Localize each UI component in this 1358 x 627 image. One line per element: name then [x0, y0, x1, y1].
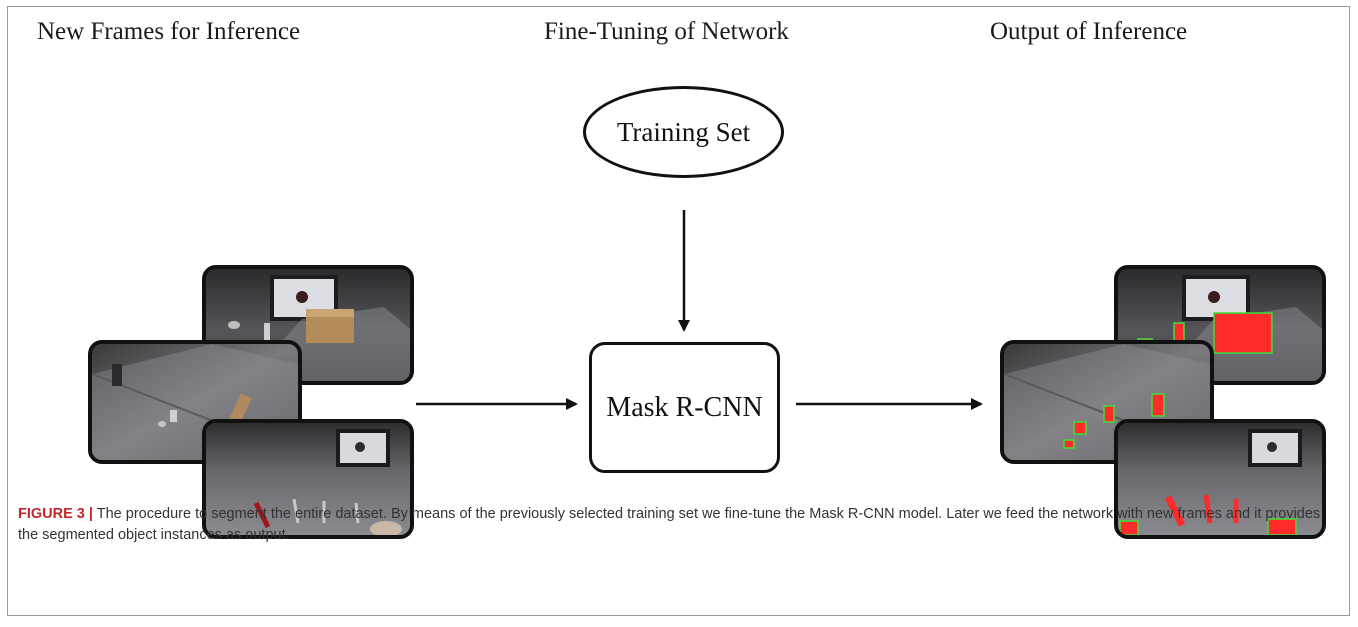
- training-set-node: Training Set: [583, 86, 784, 178]
- output-frame-2: [1000, 340, 1214, 464]
- input-frame-2: [88, 340, 302, 464]
- heading-output: Output of Inference: [990, 18, 1188, 45]
- figure-caption: FIGURE 3 | The procedure to segment the …: [18, 504, 1338, 546]
- heading-new-frames: New Frames for Inference: [37, 18, 301, 45]
- input-frame-3: [202, 419, 414, 539]
- input-frame-3-image: [206, 423, 410, 535]
- output-frame-2-image: [1004, 344, 1210, 460]
- mask-rcnn-label: Mask R-CNN: [606, 391, 763, 423]
- caption-text: The procedure to segment the entire data…: [18, 506, 1321, 543]
- heading-fine-tuning: Fine-Tuning of Network: [544, 18, 789, 45]
- output-frame-3: [1114, 419, 1326, 539]
- flow-arrows: [416, 210, 983, 410]
- mask-rcnn-node: Mask R-CNN: [589, 342, 780, 473]
- output-frame-3-image: [1118, 423, 1322, 535]
- caption-label: FIGURE 3 |: [18, 506, 93, 522]
- training-set-label: Training Set: [616, 116, 751, 147]
